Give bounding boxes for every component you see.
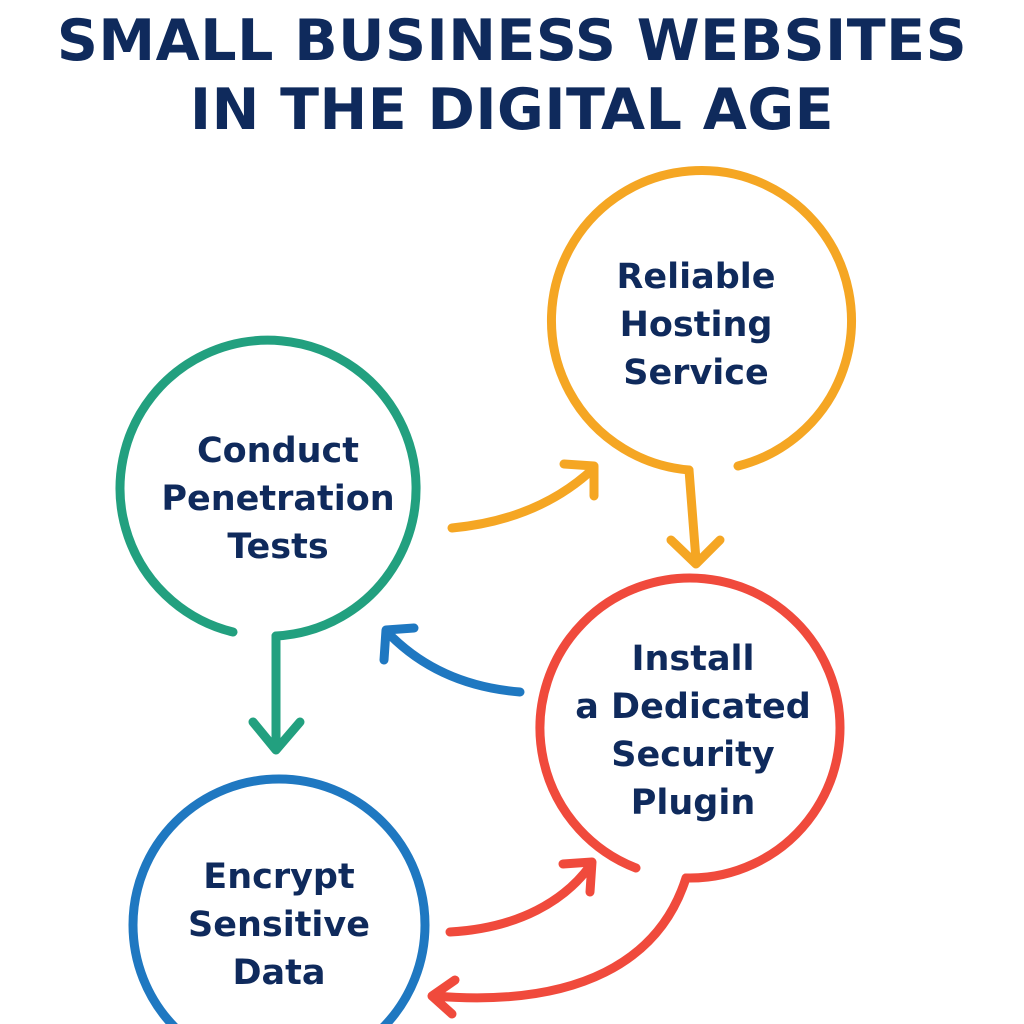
node-label-security-plugin: Install a Dedicated Security Plugin (575, 639, 811, 823)
page-title-line-1: SMALL BUSINESS WEBSITES (56, 8, 968, 74)
node-label-conduct-tests: Conduct Penetration Tests (161, 431, 395, 567)
conduct-tests-circle (115, 335, 421, 641)
hosting-circle (546, 166, 856, 475)
hosting-to-plugin-arrow (666, 465, 725, 569)
conduct-to-encrypt-arrow (248, 631, 305, 755)
node-label-hosting: Reliable Hosting Service (616, 257, 776, 393)
encrypt-to-plugin-arrow (445, 857, 597, 937)
plugin-to-encrypt-arrow (427, 873, 691, 1019)
encrypt-circle (128, 774, 430, 1024)
page-title-line-2: IN THE DIGITAL AGE (189, 77, 835, 143)
plugin-circle (535, 573, 845, 883)
node-label-encrypt-data: Encrypt Sensitive Data (188, 857, 370, 993)
plugin-to-conduct-arrow (379, 623, 525, 697)
conduct-to-hosting-arrow (447, 459, 599, 533)
